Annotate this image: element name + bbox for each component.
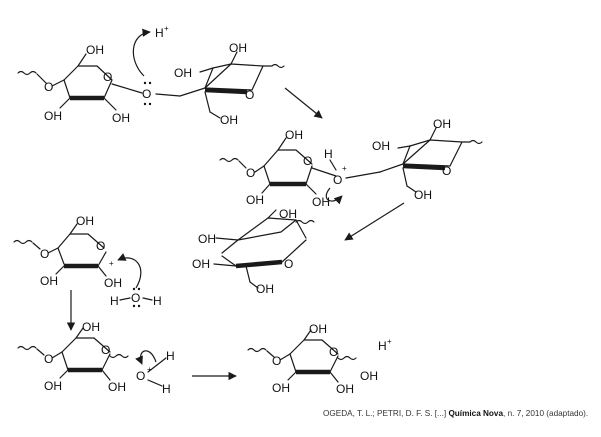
oh-label: OH bbox=[256, 282, 274, 296]
oxonium-charge: + bbox=[147, 365, 152, 374]
oh-label: OH bbox=[44, 109, 62, 123]
oh-label: OH bbox=[336, 382, 354, 396]
oh-label: OH bbox=[279, 207, 297, 221]
wavy-bond-icon bbox=[247, 347, 267, 353]
curved-electron-arrow-icon bbox=[117, 253, 142, 289]
source-citation: OGEDA, T. L.; PETRI, D. F. S. [...] Quím… bbox=[323, 409, 588, 418]
proton-label: H bbox=[378, 339, 387, 353]
oh-label: OH bbox=[104, 276, 122, 290]
o-label: O bbox=[40, 247, 49, 261]
wavy-bond-icon bbox=[219, 157, 239, 163]
oh-label: OH bbox=[312, 195, 330, 209]
step2-protonated-glycoside: O O OH OH OH O + H OH OH O OH bbox=[219, 117, 483, 209]
h-label: H bbox=[153, 294, 162, 308]
oh-label: OH bbox=[220, 113, 238, 127]
water-oxygen: O bbox=[131, 291, 140, 305]
step3-oxocarbenium-water: O O OH OH OH + O H H bbox=[13, 214, 162, 308]
protonated-oxygen: O bbox=[333, 173, 342, 187]
proton-charge: + bbox=[164, 24, 169, 33]
ring-oxygen-label: O bbox=[303, 154, 312, 168]
ring-oxygen-label: O bbox=[329, 345, 338, 359]
glycosidic-oxygen: O bbox=[142, 87, 151, 101]
oh-label: OH bbox=[229, 41, 247, 55]
oh-label: OH bbox=[112, 111, 130, 125]
step1-disaccharide: O O OH OH OH O OH OH O OH H bbox=[17, 24, 285, 127]
wavy-bond-icon bbox=[295, 219, 315, 225]
oh-label: OH bbox=[174, 66, 192, 80]
wavy-bond-icon bbox=[17, 345, 37, 351]
o-label: O bbox=[44, 352, 53, 366]
h-label: H bbox=[110, 294, 119, 308]
wavy-bond-icon bbox=[13, 239, 33, 245]
h-label: H bbox=[162, 382, 171, 396]
citation-authors: OGEDA, T. L.; PETRI, D. F. S. [...] bbox=[323, 409, 447, 418]
ring-oxygen-label: O bbox=[96, 239, 105, 253]
oh-label: OH bbox=[272, 381, 290, 395]
oh-label: OH bbox=[192, 257, 210, 271]
oh-label: OH bbox=[433, 117, 451, 131]
oh-label: OH bbox=[285, 128, 303, 142]
citation-details: , n. 7, 2010 (adaptado). bbox=[503, 409, 589, 418]
proton-label: H bbox=[155, 26, 164, 40]
h-label: H bbox=[166, 349, 175, 363]
o-label: O bbox=[272, 354, 281, 368]
wavy-bond-icon bbox=[271, 63, 285, 69]
wavy-bond-icon bbox=[337, 355, 357, 361]
h-label: H bbox=[324, 147, 333, 161]
curved-electron-arrow-icon bbox=[132, 28, 151, 77]
step4-oxonium-adduct: O O OH OH OH O + H H bbox=[17, 320, 175, 396]
oh-label: OH bbox=[414, 188, 432, 202]
oh-label: OH bbox=[360, 369, 378, 383]
wavy-bond-icon bbox=[109, 353, 129, 359]
ring-oxygen-label: O bbox=[101, 343, 110, 357]
oh-label: OH bbox=[372, 139, 390, 153]
curved-electron-arrow-icon bbox=[135, 350, 157, 365]
oxonium-charge: + bbox=[342, 164, 347, 173]
citation-journal: Química Nova bbox=[448, 409, 504, 418]
o-label: O bbox=[44, 80, 53, 94]
oh-label: OH bbox=[198, 232, 216, 246]
oh-label: OH bbox=[86, 43, 104, 57]
carbocation-charge: + bbox=[109, 259, 114, 268]
proton-charge: + bbox=[387, 337, 392, 346]
oh-label: OH bbox=[309, 322, 327, 336]
reaction-arrow-icon bbox=[344, 202, 405, 241]
curved-electron-arrow-icon bbox=[325, 187, 343, 205]
step5-hemiacetal-product: O O OH OH OH OH H + bbox=[247, 322, 392, 396]
oh-label: OH bbox=[76, 214, 94, 228]
ring-oxygen-label: O bbox=[284, 257, 293, 271]
ring-oxygen-label: O bbox=[103, 70, 112, 84]
oh-label: OH bbox=[40, 274, 58, 288]
oh-label: OH bbox=[246, 193, 264, 207]
oxonium-oxygen: O bbox=[136, 369, 145, 383]
step3-released-sugar: OH OH OH O OH bbox=[192, 207, 315, 296]
wavy-bond-icon bbox=[17, 70, 37, 76]
oh-label: OH bbox=[44, 379, 62, 393]
o-label: O bbox=[246, 166, 255, 180]
oh-label: OH bbox=[108, 380, 126, 394]
wavy-bond-icon bbox=[469, 139, 483, 145]
oh-label: OH bbox=[82, 320, 100, 334]
ring-oxygen-label: O bbox=[442, 164, 451, 178]
ring-oxygen-label: O bbox=[245, 88, 254, 102]
reaction-arrow-icon bbox=[284, 87, 323, 119]
